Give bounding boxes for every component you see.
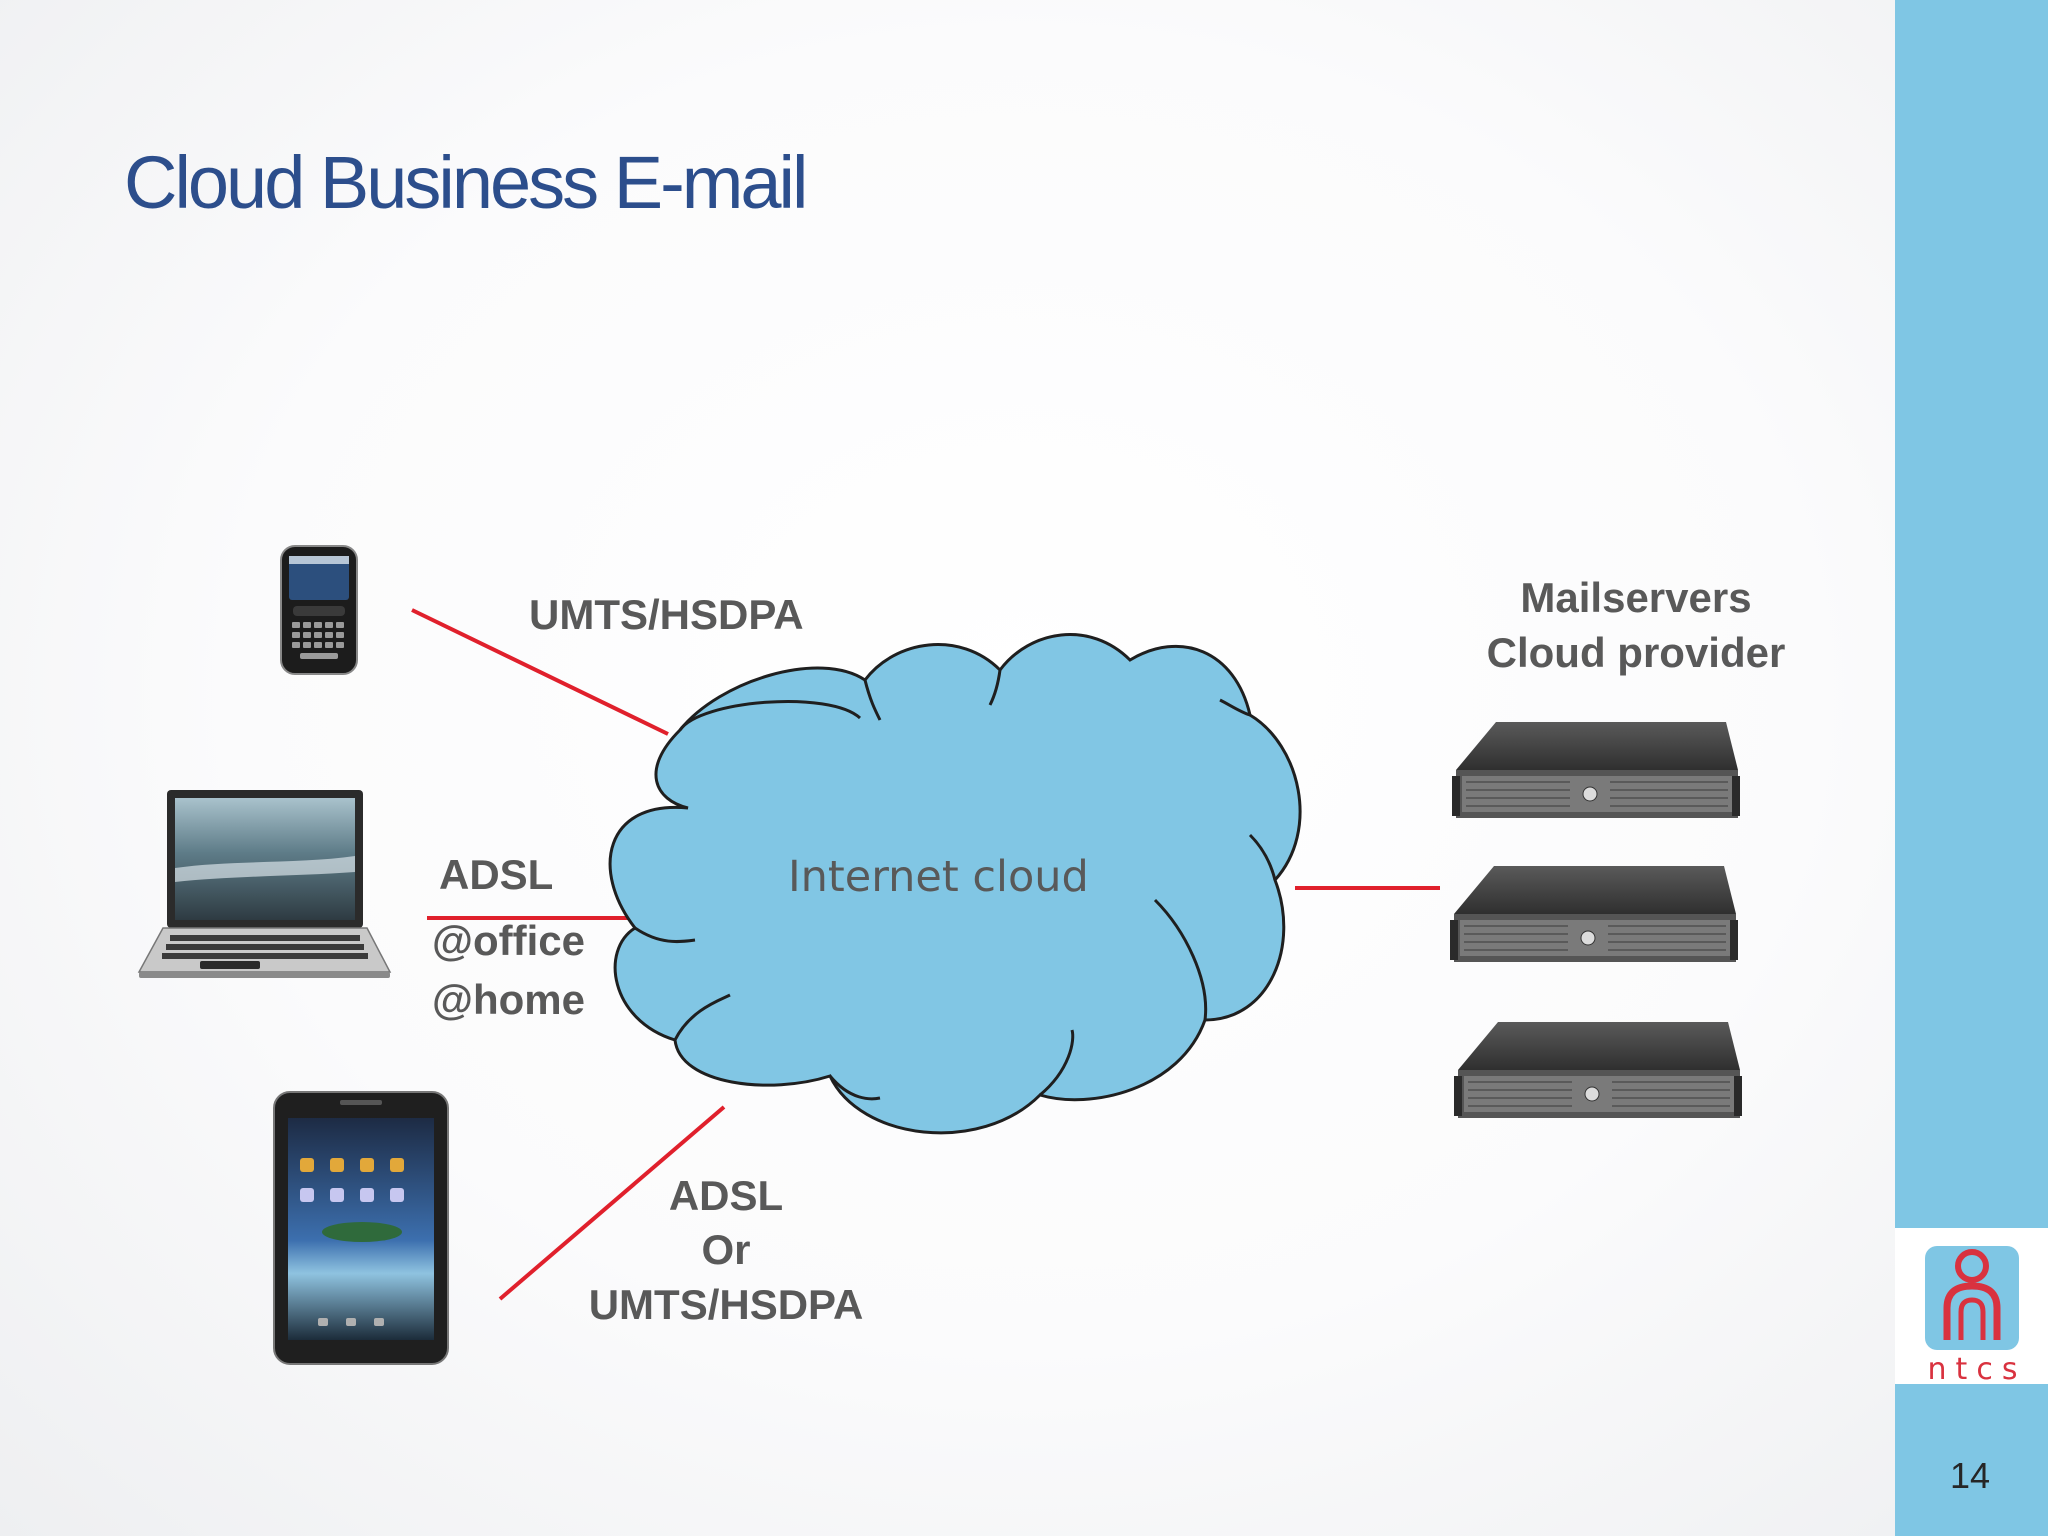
logo-panel <box>1895 1228 2048 1384</box>
phone-link-line <box>411 608 669 736</box>
smartphone-icon <box>280 545 358 675</box>
internet-cloud-icon <box>608 633 1302 1135</box>
slide-title: Cloud Business E-mail <box>124 141 808 224</box>
laptop-icon <box>137 790 392 978</box>
tablet-link-line <box>498 1105 726 1301</box>
laptop-link-label-office: @office <box>432 917 585 964</box>
laptop-link-label-adsl: ADSL <box>439 851 554 898</box>
servers-caption-line2: Cloud provider <box>1486 629 1786 676</box>
servers-caption-line1: Mailservers <box>1520 574 1752 621</box>
tablet-icon <box>273 1091 449 1365</box>
cloud-label: Internet cloud <box>788 852 1089 902</box>
phone-link-label: UMTS/HSDPA <box>529 591 804 638</box>
server-rack-icon <box>1450 866 1738 962</box>
ntcs-logo-icon <box>1925 1246 2019 1350</box>
laptop-link-label-home: @home <box>432 976 585 1023</box>
logo-text: ntcs <box>1927 1352 2027 1387</box>
tablet-link-label-umts: UMTS/HSDPA <box>588 1281 864 1328</box>
server-rack-icon <box>1454 1022 1742 1118</box>
slide-number: 14 <box>1949 1455 1991 1496</box>
server-rack-icon <box>1452 722 1740 818</box>
tablet-link-label-or: Or <box>701 1226 751 1273</box>
tablet-link-label-adsl: ADSL <box>668 1172 784 1219</box>
